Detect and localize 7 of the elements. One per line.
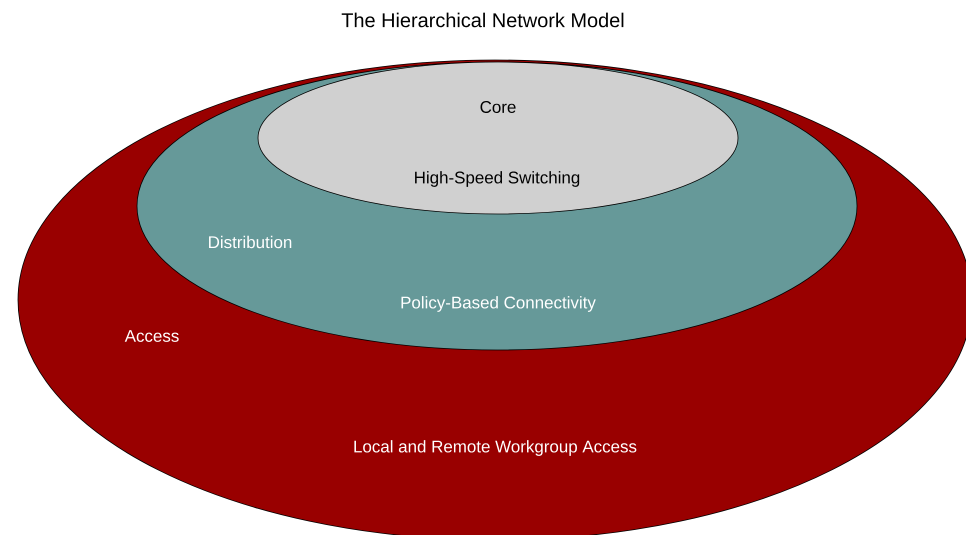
title: The Hierarchical Network Model <box>342 12 624 28</box>
layer-name: Distribution <box>209 236 292 248</box>
layer-description: Policy-Based Connectivity <box>402 296 596 312</box>
layer-description: Local and Remote Workgroup Access <box>354 440 636 456</box>
layer-name: Core <box>480 101 516 113</box>
layer-name: Access <box>124 330 179 342</box>
layer-description: High-Speed Switching <box>415 171 580 187</box>
